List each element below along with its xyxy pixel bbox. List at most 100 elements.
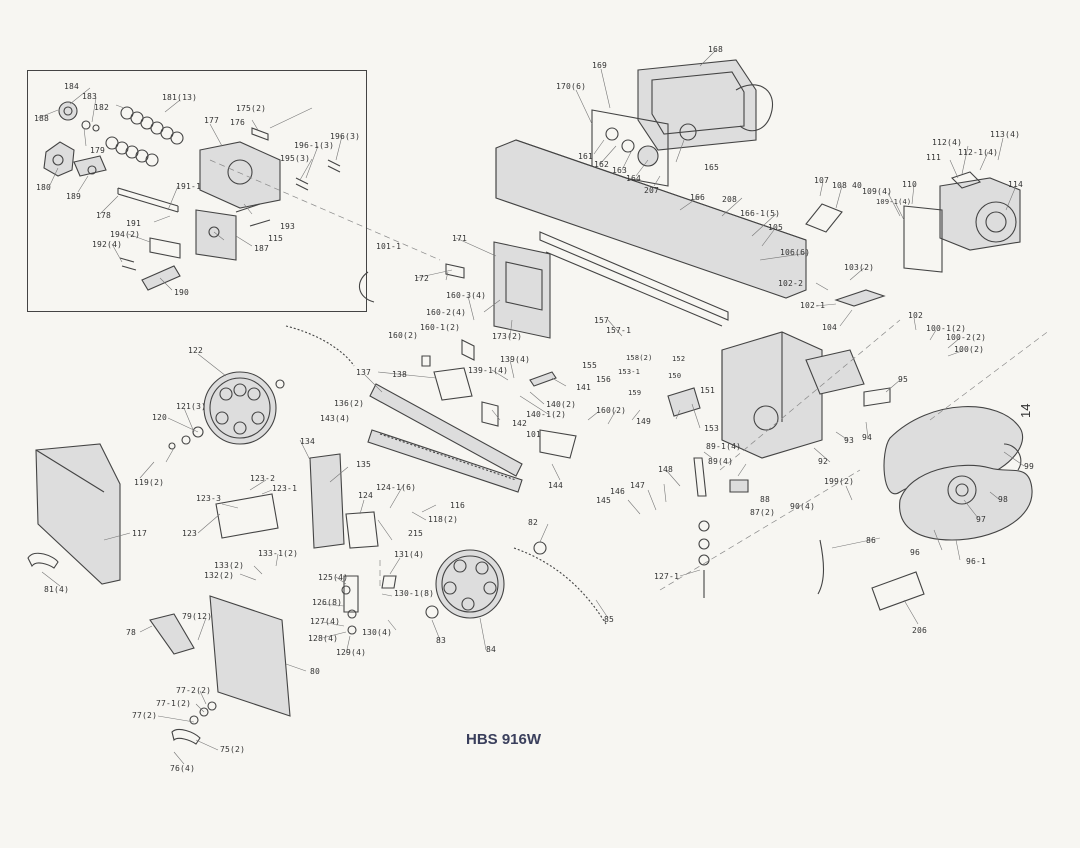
part-label-116: 116 [450, 501, 466, 510]
beam-and-control-box-drawing [358, 49, 809, 367]
part-label-141: 141 [576, 383, 592, 392]
part-label-82: 82 [528, 518, 539, 527]
part-label-113: 113(4) [990, 130, 1021, 139]
part-label-89-1: 89-1(4) [706, 442, 742, 451]
part-label-103: 103(2) [844, 263, 875, 272]
page-number: 14 [1018, 403, 1033, 418]
part-label-143: 143(4) [320, 414, 351, 423]
part-label-101-1: 101-1 [376, 242, 402, 251]
part-label-178: 178 [96, 211, 112, 220]
part-label-207: 207 [644, 186, 660, 195]
part-label-78: 78 [126, 628, 137, 637]
part-label-77-2: 77-2(2) [176, 686, 212, 695]
part-label-101: 101 [526, 430, 542, 439]
part-label-139-1: 139-1(4) [468, 366, 509, 375]
part-label-158: 158(2) [626, 354, 653, 362]
part-label-139: 139(4) [500, 355, 531, 364]
part-label-126: 126(8) [312, 598, 343, 607]
part-label-164: 164 [626, 174, 642, 183]
part-label-100: 100(2) [954, 345, 985, 354]
part-label-146: 146 [610, 487, 626, 496]
part-label-182: 182 [94, 103, 110, 112]
part-label-160: 160(2) [388, 331, 419, 340]
part-label-160-3: 160-3(4) [446, 291, 487, 300]
part-label-110: 110 [902, 180, 918, 189]
part-label-137: 137 [356, 368, 372, 377]
part-label-124: 124 [358, 491, 374, 500]
part-label-104: 104 [822, 323, 838, 332]
part-label-192: 192(4) [92, 240, 123, 249]
part-label-176: 176 [230, 118, 246, 127]
part-label-94: 94 [862, 433, 873, 442]
part-label-105: 105 [768, 223, 784, 232]
part-label-215: 215 [408, 529, 424, 538]
motor-gearbox-drawing [721, 137, 1033, 561]
part-label-81: 81(4) [44, 585, 70, 594]
part-label-75: 75(2) [220, 745, 246, 754]
part-label-96: 96 [910, 548, 921, 557]
part-label-88: 88 [760, 495, 771, 504]
part-label-170: 170(6) [556, 82, 587, 91]
part-label-199: 199(2) [824, 477, 855, 486]
part-label-134: 134 [300, 437, 316, 446]
part-label-149: 149 [636, 417, 652, 426]
part-label-136: 136(2) [334, 399, 365, 408]
part-label-159: 159 [628, 389, 642, 397]
part-label-171: 171 [452, 234, 468, 243]
part-label-123-3: 123-3 [196, 494, 222, 503]
part-label-97: 97 [976, 515, 987, 524]
part-label-102-1: 102-1 [800, 301, 826, 310]
part-label-106: 106(6) [780, 248, 811, 257]
part-label-152: 152 [672, 355, 686, 363]
part-label-119: 119(2) [134, 478, 165, 487]
part-label-196-1: 196-1(3) [294, 141, 335, 150]
part-label-100-2: 100-2(2) [946, 333, 987, 342]
part-label-140: 140(2) [546, 400, 577, 409]
part-label-169: 169 [592, 61, 608, 70]
part-label-187: 187 [254, 244, 270, 253]
part-label-118: 118(2) [428, 515, 459, 524]
part-label-129: 129(4) [336, 648, 367, 657]
part-label-90: 90(4) [790, 502, 816, 511]
part-label-131: 131(4) [394, 550, 425, 559]
part-label-92: 92 [818, 457, 829, 466]
part-label-208: 208 [722, 195, 738, 204]
part-label-179: 179 [90, 146, 106, 155]
part-label-115: 115 [268, 234, 284, 243]
part-label-157-1: 157-1 [606, 326, 632, 335]
part-label-166-1: 166-1(5) [740, 209, 781, 218]
pulley-and-covers-drawing [27, 159, 1051, 765]
part-label-161: 161 [578, 152, 594, 161]
part-label-114: 114 [1008, 180, 1024, 189]
part-label-117: 117 [132, 529, 148, 538]
part-label-100-1: 100-1(2) [926, 324, 967, 333]
part-label-96-1: 96-1 [966, 557, 987, 566]
part-label-153: 153 [704, 424, 720, 433]
part-label-133: 133(2) [214, 561, 245, 570]
part-label-145: 145 [596, 496, 612, 505]
part-label-132: 132(2) [204, 571, 235, 580]
part-label-109: 109(4) [862, 187, 893, 196]
part-label-79: 79(12) [182, 612, 213, 621]
part-label-123-2: 123-2 [250, 474, 276, 483]
part-label-98: 98 [998, 495, 1009, 504]
part-label-83: 83 [436, 636, 447, 645]
part-label-184: 184 [64, 82, 80, 91]
part-label-163: 163 [612, 166, 628, 175]
model-title: HBS 916W [466, 731, 542, 748]
part-label-140-1: 140-1(2) [526, 410, 567, 419]
part-label-77: 77(2) [132, 711, 158, 720]
part-label-191-1: 191-1 [176, 182, 202, 191]
part-label-138: 138 [392, 370, 408, 379]
part-label-93: 93 [844, 436, 855, 445]
part-label-160b: 160(2) [596, 406, 627, 415]
gearbox-inset-frame [27, 70, 367, 312]
part-label-107: 107 [814, 176, 830, 185]
part-label-193: 193 [280, 222, 296, 231]
part-label-142: 142 [512, 419, 528, 428]
part-label-123: 123 [182, 529, 198, 538]
part-label-153-1: 153-1 [618, 368, 641, 376]
part-label-102: 102 [908, 311, 924, 320]
